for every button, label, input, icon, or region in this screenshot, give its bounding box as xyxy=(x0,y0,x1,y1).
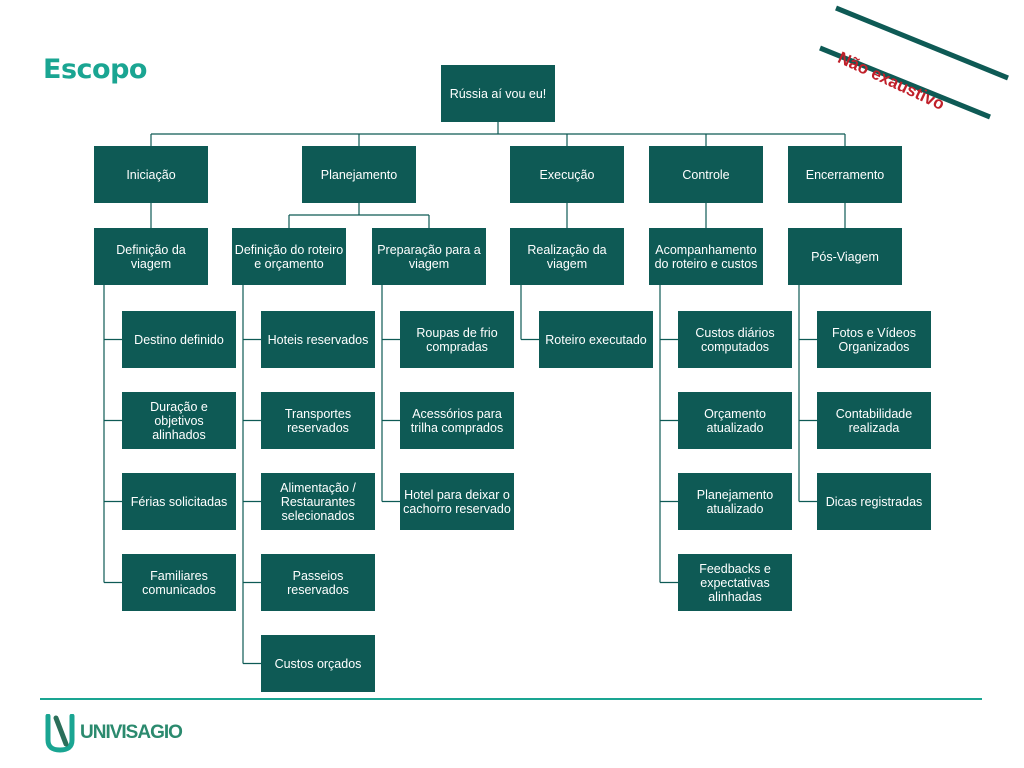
item-duracao-objetivos: Duração e objetivos alinhados xyxy=(122,392,236,449)
item-feedbacks: Feedbacks e expectativas alinhadas xyxy=(678,554,792,611)
phase-controle: Controle xyxy=(649,146,763,203)
item-custos-orcados: Custos orçados xyxy=(261,635,375,692)
phase-iniciacao: Iniciação xyxy=(94,146,208,203)
item-alimentacao: Alimentação / Restaurantes selecionados xyxy=(261,473,375,530)
item-hoteis-reservados: Hoteis reservados xyxy=(261,311,375,368)
wbs-root: Rússia aí vou eu! xyxy=(441,65,555,122)
group-preparacao-viagem: Preparação para a viagem xyxy=(372,228,486,285)
item-ferias-solicitadas: Férias solicitadas xyxy=(122,473,236,530)
item-transportes-reservados: Transportes reservados xyxy=(261,392,375,449)
stamp-graphic xyxy=(819,5,1009,120)
phase-encerramento: Encerramento xyxy=(788,146,902,203)
phase-planejamento: Planejamento xyxy=(302,146,416,203)
group-definicao-viagem: Definição da viagem xyxy=(94,228,208,285)
stamp-band-top xyxy=(835,5,1009,81)
univisagio-logo-icon xyxy=(45,714,75,753)
item-destino-definido: Destino definido xyxy=(122,311,236,368)
group-pos-viagem: Pós-Viagem xyxy=(788,228,902,285)
group-acompanhamento: Acompanhamento do roteiro e custos xyxy=(649,228,763,285)
item-hotel-cachorro: Hotel para deixar o cachorro reservado xyxy=(400,473,514,530)
univisagio-logo-text: UNIVISAGIO xyxy=(80,722,183,743)
wbs-connectors xyxy=(103,122,846,665)
item-fotos-videos: Fotos e Vídeos Organizados xyxy=(817,311,931,368)
item-roteiro-executado: Roteiro executado xyxy=(539,311,653,368)
item-dicas-registradas: Dicas registradas xyxy=(817,473,931,530)
item-passeios-reservados: Passeios reservados xyxy=(261,554,375,611)
item-orcamento-atualizado: Orçamento atualizado xyxy=(678,392,792,449)
item-planejamento-atualizado: Planejamento atualizado xyxy=(678,473,792,530)
group-realizacao-viagem: Realização da viagem xyxy=(510,228,624,285)
item-contabilidade: Contabilidade realizada xyxy=(817,392,931,449)
phase-execucao: Execução xyxy=(510,146,624,203)
group-definicao-roteiro: Definição do roteiro e orçamento xyxy=(232,228,346,285)
page-title: Escopo xyxy=(43,54,147,85)
item-custos-diarios: Custos diários computados xyxy=(678,311,792,368)
stamp-band-bottom xyxy=(819,45,991,120)
item-roupas-frio: Roupas de frio compradas xyxy=(400,311,514,368)
item-familiares-comunicados: Familiares comunicados xyxy=(122,554,236,611)
footer-divider xyxy=(40,698,982,700)
item-acessorios-trilha: Acessórios para trilha comprados xyxy=(400,392,514,449)
